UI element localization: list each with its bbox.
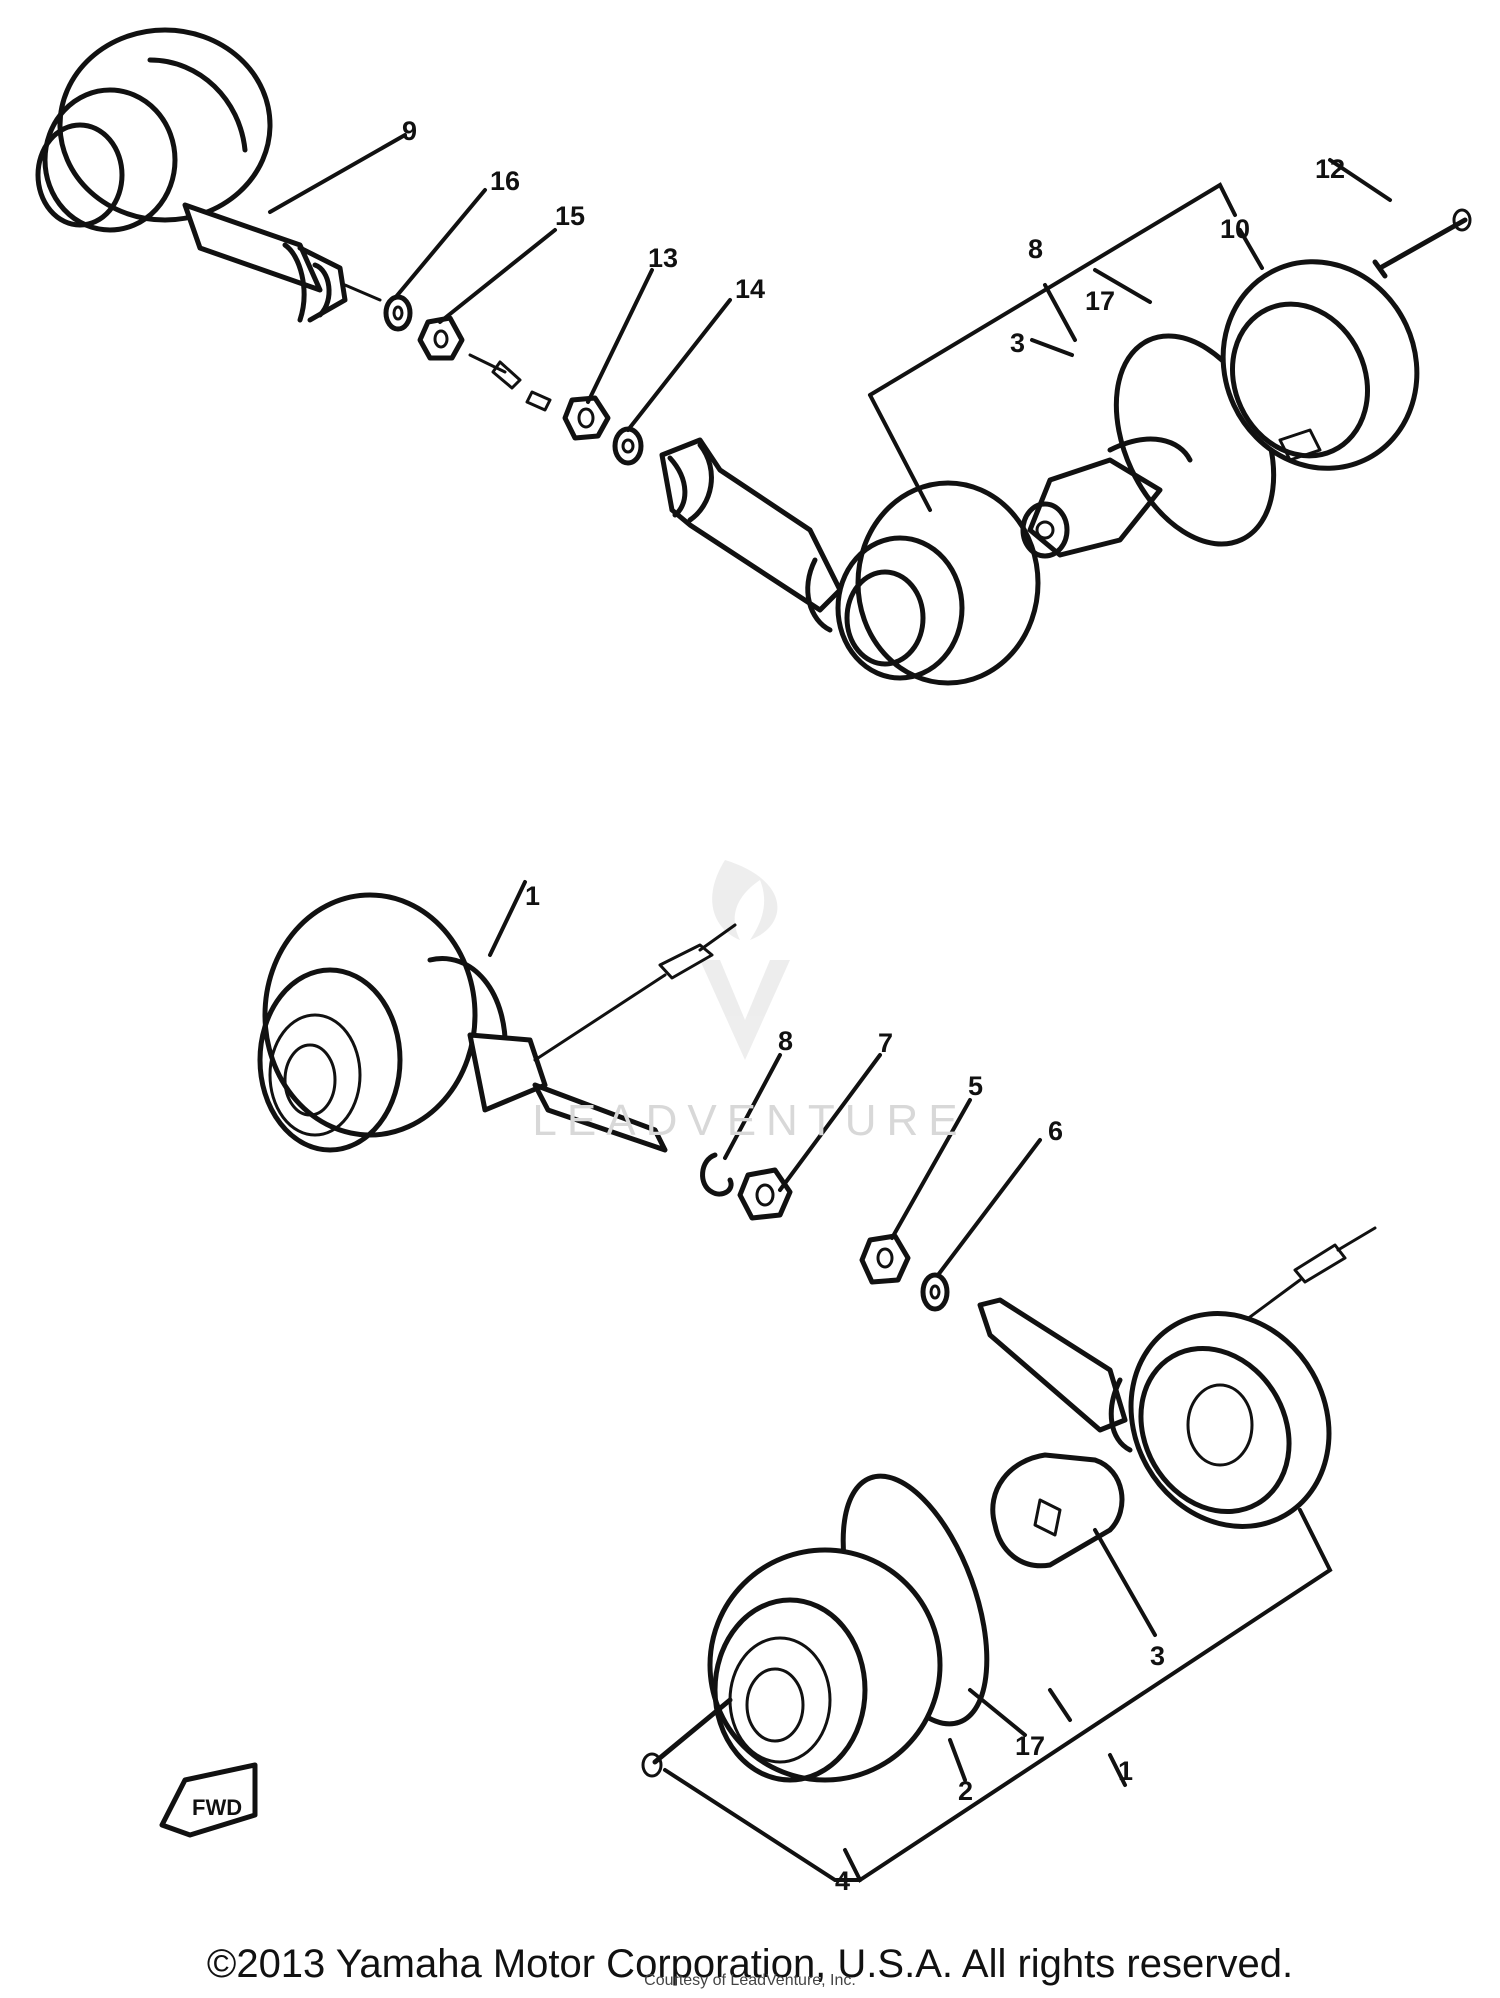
callout-4: 4 — [835, 1866, 850, 1896]
right-stem — [659, 437, 843, 613]
callout-5: 5 — [968, 1071, 983, 1101]
callout-3-bottom: 3 — [1150, 1641, 1165, 1671]
callout-8-lower: 8 — [778, 1026, 793, 1056]
lens-rim-10 — [1220, 259, 1420, 471]
callout-12: 12 — [1315, 154, 1345, 184]
nut-7 — [737, 1167, 793, 1221]
watermark-brand: LEADVENTURE — [532, 1096, 968, 1145]
bottom-right-stem — [977, 1297, 1128, 1433]
copyright-notice: ©2013 Yamaha Motor Corporation, U.S.A. A… — [206, 1942, 1294, 1986]
screw-4 — [652, 1697, 733, 1765]
callout-8: 8 — [1028, 234, 1043, 264]
callout-9: 9 — [402, 116, 417, 146]
lens-2 — [707, 1547, 943, 1783]
callout-10: 10 — [1220, 214, 1250, 244]
callout-2: 2 — [958, 1776, 973, 1806]
callout-1-bottom: 1 — [1118, 1756, 1133, 1786]
assembled-flasher-1 — [262, 892, 478, 1138]
fwd-label: FWD — [192, 1795, 242, 1820]
callout-13: 13 — [648, 243, 678, 273]
lockwasher-8 — [700, 1152, 734, 1197]
callout-1-left: 1 — [525, 881, 540, 911]
callout-15: 15 — [555, 201, 585, 231]
washer-16 — [383, 294, 413, 332]
callout-17-bottom: 17 — [1015, 1731, 1045, 1761]
callout-14: 14 — [735, 274, 765, 304]
bulb-socket-3 — [1027, 457, 1163, 558]
nut-15 — [417, 315, 465, 361]
callout-17-top: 17 — [1085, 286, 1115, 316]
nut-5 — [859, 1233, 911, 1285]
watermark-courtesy: Courtesy of LeadVenture, Inc. — [644, 1972, 856, 1989]
washer-14 — [612, 426, 644, 466]
fwd-direction-marker: FWD — [159, 1762, 258, 1838]
callout-7: 7 — [878, 1028, 893, 1058]
rear-housing — [1128, 1311, 1332, 1529]
callout-16: 16 — [490, 166, 520, 196]
watermark-logo — [700, 860, 790, 1060]
left-stem — [182, 202, 323, 293]
callout-3-top: 3 — [1010, 328, 1025, 358]
callout-6: 6 — [1048, 1116, 1063, 1146]
washer-6 — [920, 1272, 950, 1312]
bottom-flasher-assembly — [257, 880, 1377, 1883]
nut-13 — [562, 395, 611, 441]
bulb-3 — [990, 1452, 1125, 1569]
top-flasher-assembly — [35, 27, 1472, 686]
screw-12 — [1377, 217, 1468, 271]
callout-labels: 9 16 15 13 14 8 17 3 10 12 1 8 7 5 6 3 1… — [402, 116, 1345, 1896]
